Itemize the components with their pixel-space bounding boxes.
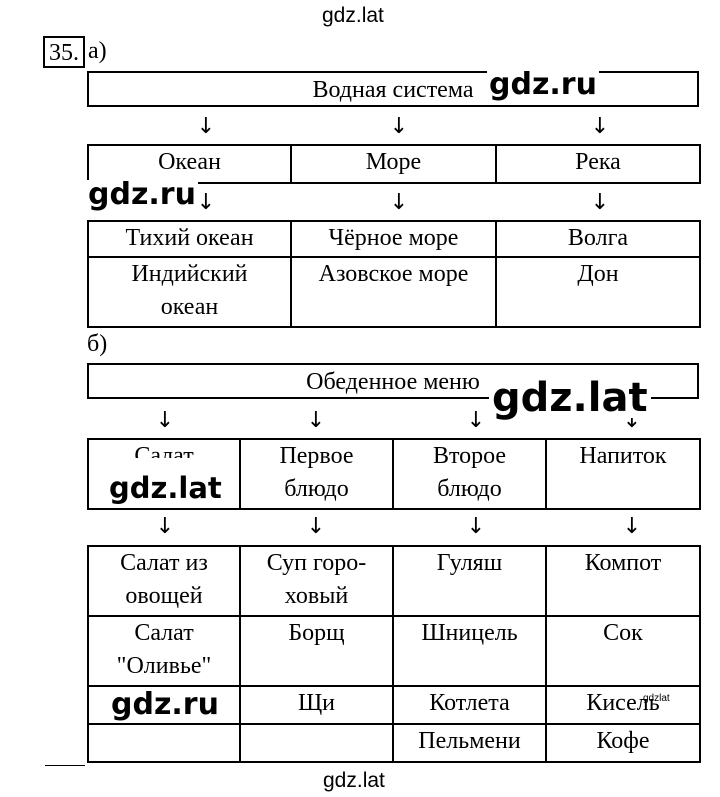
watermark-overlay: gdz.ru (86, 177, 198, 212)
arrow-icon: ↓ (622, 514, 642, 539)
part-a-item: Азовское море (290, 256, 497, 328)
part-b-item: Шницель (392, 615, 547, 687)
part-b-item: Компот (545, 545, 701, 617)
part-a-categories: Океан Море Река (87, 144, 701, 184)
arrow-icon: ↓ (155, 514, 175, 539)
part-b-root-text: Обеденное меню (306, 369, 480, 395)
arrow-icon: ↓ (306, 408, 326, 433)
part-b-item: Кисель (545, 685, 701, 725)
watermark-overlay: gdz.ru (108, 690, 222, 720)
watermark-overlay: gdz.ru (487, 67, 599, 102)
part-b-item: Гуляш (392, 545, 547, 617)
part-a-category: Океан (87, 144, 292, 184)
watermark-overlay: gdz.lat (107, 471, 224, 505)
part-a-item: Индийский океан (87, 256, 292, 328)
arrow-icon: ↓ (196, 114, 216, 139)
part-a-items-table: Тихий океан Чёрное море Волга Индийский … (87, 220, 701, 328)
part-b-items-table: Салат из овощей Суп горо-ховый Гуляш Ком… (87, 545, 701, 763)
part-a-root-text: Водная система (312, 77, 474, 103)
watermark-overlay: gdz.lat (489, 378, 651, 418)
part-b-category: Второе блюдо (392, 438, 547, 510)
part-b-item (87, 723, 241, 763)
arrow-icon: ↓ (466, 514, 486, 539)
part-b-category: Напиток (545, 438, 701, 510)
task-number: 35. (43, 36, 85, 68)
arrow-icon: ↓ (389, 114, 409, 139)
part-a-root-box: Водная система (87, 71, 699, 107)
arrow-icon: ↓ (389, 190, 409, 215)
watermark-bottom: gdz.lat (323, 769, 385, 792)
part-b-item: Салат "Оливье" (87, 615, 241, 687)
part-a-label: а) (88, 38, 107, 64)
arrow-icon: ↓ (155, 408, 175, 433)
arrow-icon: ↓ (590, 114, 610, 139)
part-a-item: Волга (495, 220, 701, 258)
part-a-category: Море (290, 144, 497, 184)
part-a-category: Река (495, 144, 701, 184)
arrow-icon: ↓ (196, 190, 216, 215)
part-b-item: Суп горо-ховый (239, 545, 394, 617)
bottom-rule (45, 765, 85, 766)
part-b-item: Кофе (545, 723, 701, 763)
arrow-icon: ↓ (466, 408, 486, 433)
part-b-item: Щи (239, 685, 394, 725)
arrow-icon: ↓ (306, 514, 326, 539)
part-b-category-text: Салат (134, 443, 194, 458)
part-b-item (239, 723, 394, 763)
part-b-label: б) (87, 331, 108, 357)
part-b-category: Первое блюдо (239, 438, 394, 510)
arrow-icon: ↓ (590, 190, 610, 215)
part-b-item: Пельмени (392, 723, 547, 763)
watermark-top: gdz.lat (322, 4, 384, 27)
part-a-item: Чёрное море (290, 220, 497, 258)
part-b-item: Салат из овощей (87, 545, 241, 617)
part-b-item: Борщ (239, 615, 394, 687)
part-b-item: Сок (545, 615, 701, 687)
watermark-small: gdzlat (643, 693, 670, 704)
part-b-item: Котлета (392, 685, 547, 725)
part-b-root-box: Обеденное меню (87, 363, 699, 399)
part-a-item: Дон (495, 256, 701, 328)
part-a-item: Тихий океан (87, 220, 292, 258)
